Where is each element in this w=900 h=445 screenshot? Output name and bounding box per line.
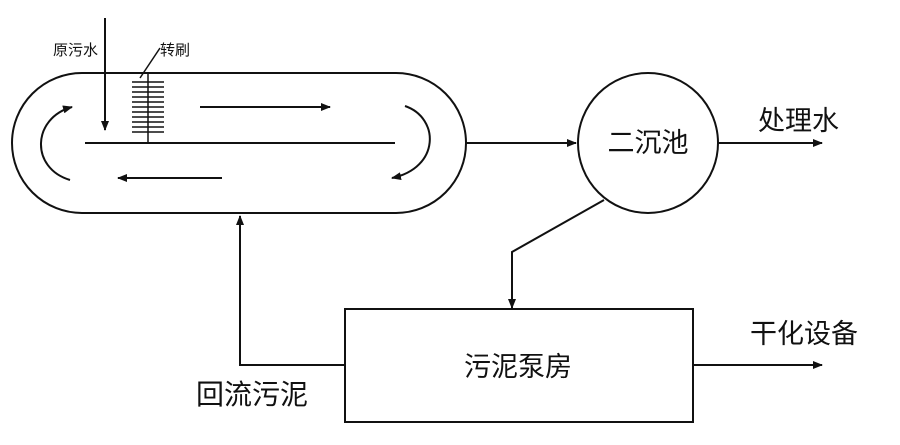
raw-sewage-label: 原污水 xyxy=(53,41,98,59)
clarifier-to-pump-house-arrow xyxy=(508,199,605,309)
sludge-pump-house-label: 污泥泵房 xyxy=(464,352,572,383)
flow-curve-right xyxy=(391,105,431,181)
flow-curve-left xyxy=(40,105,73,181)
return-sludge-label: 回流污泥 xyxy=(196,378,308,411)
secondary-clarifier-label: 二沉池 xyxy=(608,128,689,159)
treated-water-label: 处理水 xyxy=(758,106,839,137)
return-sludge-arrow xyxy=(236,215,345,366)
drying-equipment-label: 干化设备 xyxy=(750,319,858,350)
brush-label: 转刷 xyxy=(160,41,190,59)
brush-aerator xyxy=(132,47,164,142)
